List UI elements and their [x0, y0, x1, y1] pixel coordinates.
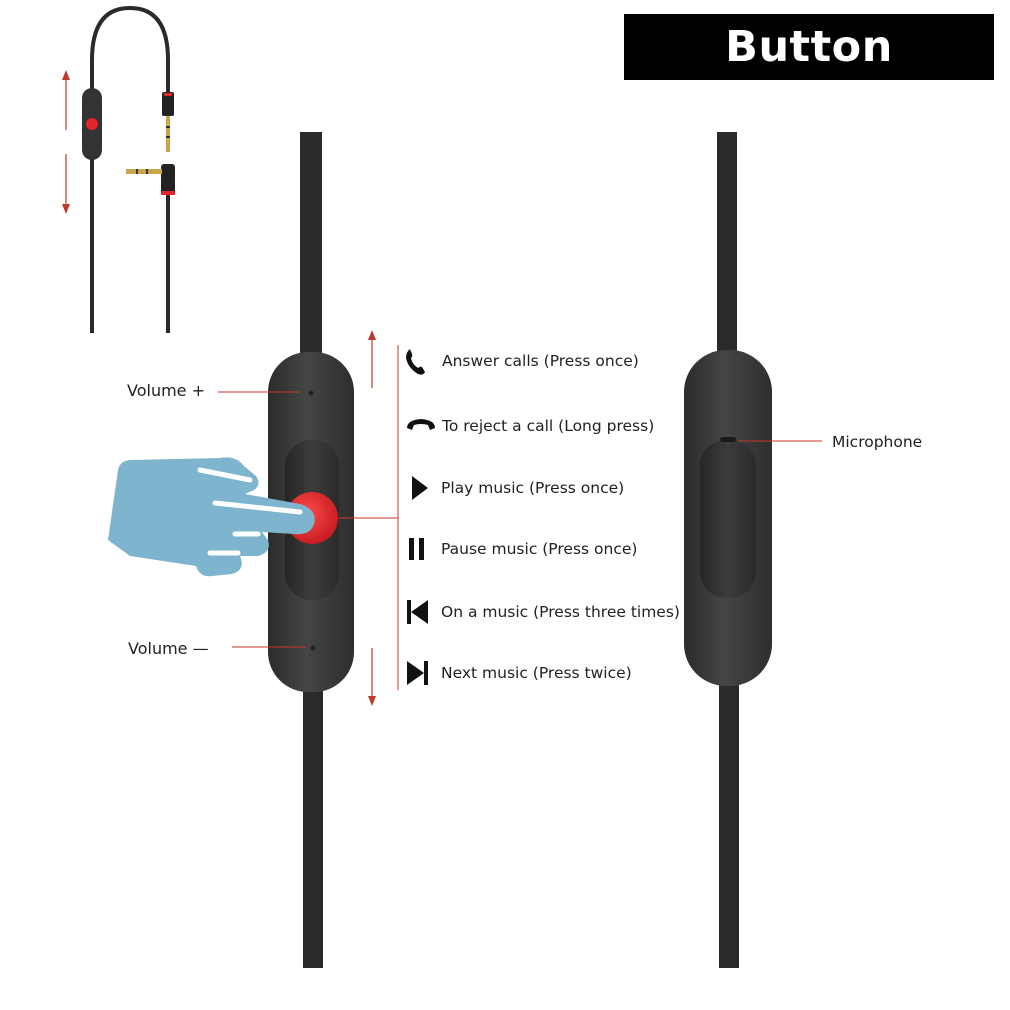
microphone-label: Microphone [832, 433, 923, 451]
function-label-play: Play music (Press once) [441, 479, 625, 497]
volume-down-label: Volume — [128, 639, 209, 658]
volume-down-dot [310, 645, 316, 651]
function-label-next: Next music (Press twice) [441, 664, 632, 682]
finger-icon [108, 457, 315, 577]
overview-red-button [86, 118, 98, 130]
volume-up-dot [308, 390, 314, 396]
function-label-answer: Answer calls (Press once) [442, 352, 639, 370]
play-icon [412, 476, 428, 500]
pause-icon [409, 538, 424, 560]
phone-hangup-icon [407, 419, 435, 430]
cable-top-right [717, 132, 737, 357]
next-track-icon [407, 661, 428, 685]
phone-answer-icon [406, 349, 425, 375]
cable-bottom-right [719, 678, 739, 968]
cable-bottom-left [303, 685, 323, 968]
cable-top-left [300, 132, 322, 357]
function-label-previous: On a music (Press three times) [441, 603, 680, 621]
function-label-reject: To reject a call (Long press) [442, 417, 655, 435]
remote-front [268, 132, 354, 968]
remote-groove-back [700, 440, 756, 598]
microphone-hole [720, 437, 736, 442]
remote-back [684, 132, 772, 968]
title-banner: Button function [624, 14, 994, 138]
volume-up-label: Volume + [127, 381, 205, 400]
overview-cable [90, 5, 170, 333]
previous-track-icon [407, 600, 428, 624]
function-label-pause: Pause music (Press once) [441, 540, 638, 558]
cable-overview [62, 5, 175, 333]
page-title: Button function [706, 22, 912, 138]
